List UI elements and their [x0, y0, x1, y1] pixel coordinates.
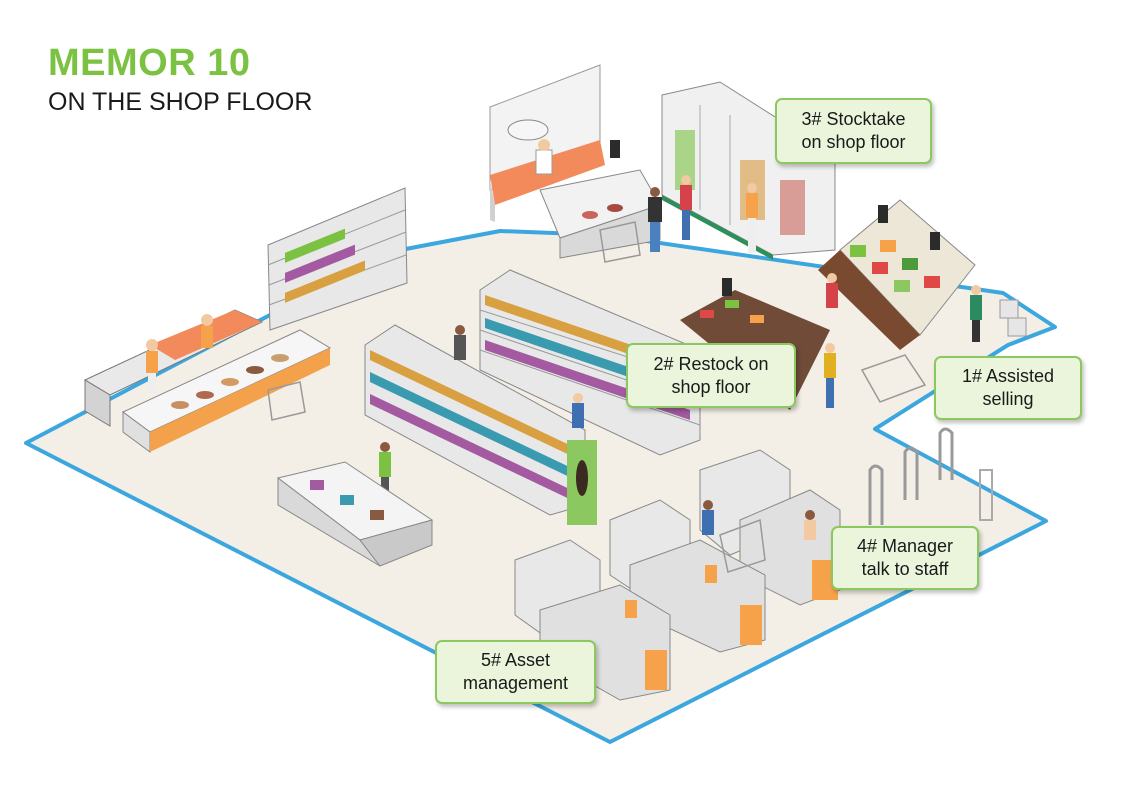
aisle-shelf-front	[364, 324, 597, 525]
shoppers-near-fridge	[648, 175, 758, 253]
callout-assisted-line1: 1# Assisted	[961, 366, 1055, 386]
callout-stocktake-line1: 3# Stocktake	[801, 109, 906, 129]
deli-staff	[146, 314, 213, 393]
callout-asset-line1: 5# Asset	[480, 650, 551, 670]
security-gates	[868, 427, 993, 525]
callout-restock-line1: 2# Restock on	[653, 353, 769, 374]
callout-stocktake-line2: on shop floor	[801, 132, 906, 152]
callout-assisted-line2: selling	[982, 389, 1034, 409]
back-wall-shelf	[267, 187, 408, 331]
callout-stocktake: 3# Stocktake on shop floor	[775, 98, 932, 164]
callout-manager-line1: 4# Manager	[856, 536, 954, 556]
butcher-counter	[489, 64, 661, 259]
shopping-carts	[267, 221, 927, 573]
checkout-staff	[702, 500, 816, 540]
callout-assisted-selling: 1# Assisted selling	[934, 356, 1082, 420]
stock-boxes	[999, 299, 1027, 337]
callout-restock-line2: shop floor	[671, 376, 751, 397]
deli-counter	[83, 309, 332, 453]
app-subtitle: ON THE SHOP FLOOR	[48, 88, 313, 116]
callout-asset-management: 5# Asset management	[435, 640, 596, 704]
hanging-signs	[610, 140, 940, 296]
produce-staff	[824, 273, 982, 408]
chest-freezer	[276, 461, 434, 567]
callout-manager-talk: 4# Manager talk to staff	[831, 526, 979, 590]
restock-staff	[379, 325, 584, 497]
app-title: MEMOR 10	[48, 42, 251, 84]
callout-manager-line2: talk to staff	[861, 559, 949, 579]
callout-asset-line2: management	[462, 673, 569, 693]
